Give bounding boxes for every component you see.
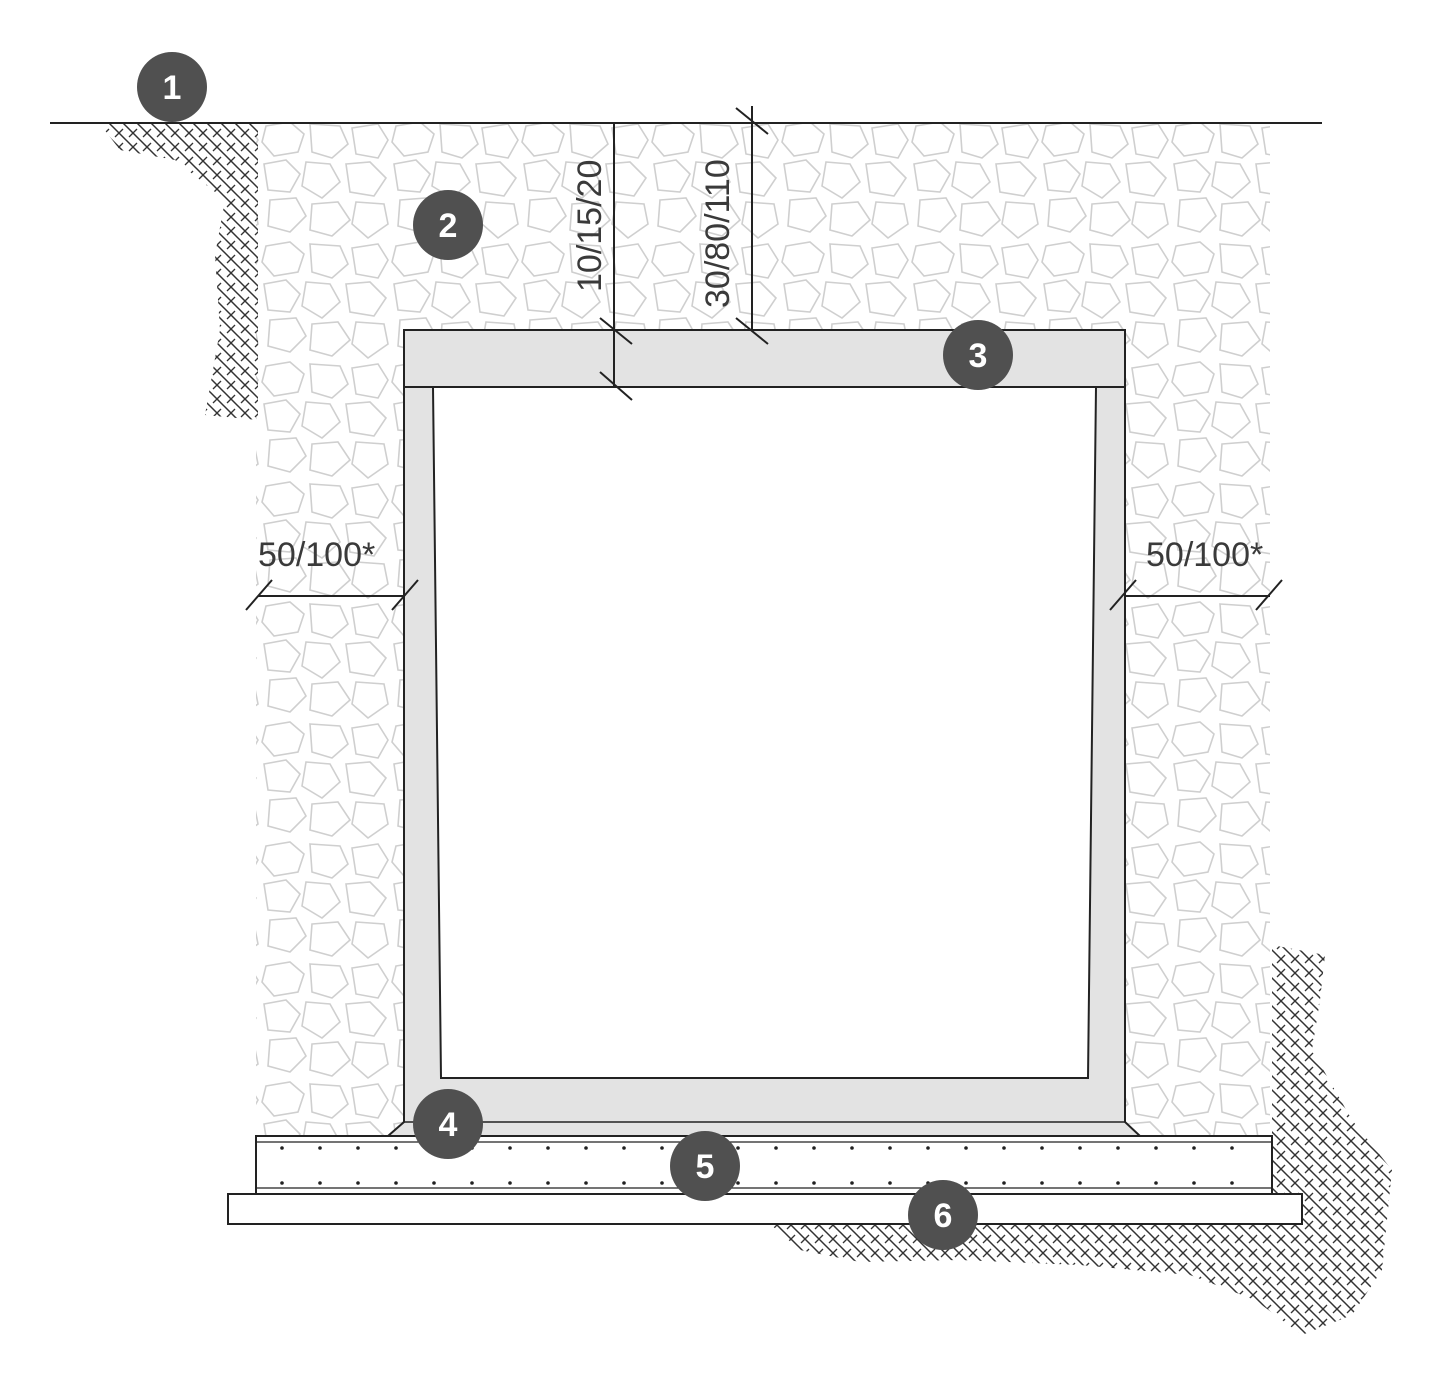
rebar-dot (888, 1146, 892, 1150)
rebar-dot (660, 1146, 664, 1150)
rebar-dot (546, 1146, 550, 1150)
rebar-dot (622, 1146, 626, 1150)
lean-concrete-layer (227, 1193, 1303, 1225)
rebar-dot (812, 1181, 816, 1185)
rebar-dot (850, 1146, 854, 1150)
rebar-dot (774, 1181, 778, 1185)
rebar-dot (736, 1181, 740, 1185)
dim-tick-side-left-inner (391, 579, 419, 611)
marker-2-badge (413, 190, 483, 260)
rebar-dot (660, 1181, 664, 1185)
marker-6: 6 (908, 1180, 978, 1250)
rebar-dot (1116, 1181, 1120, 1185)
marker-3-badge (943, 320, 1013, 390)
rebar-dot (964, 1181, 968, 1185)
marker-4: 4 (413, 1089, 483, 1159)
rebar-dot (964, 1146, 968, 1150)
rebar-dot (394, 1146, 398, 1150)
rebar-dot (926, 1146, 930, 1150)
marker-4-badge (413, 1089, 483, 1159)
rebar-dot (508, 1146, 512, 1150)
dim-label-cover-min: 10/15/20 (571, 160, 609, 292)
rebar-dot (1078, 1181, 1082, 1185)
dim-tick-cover-max-top (735, 107, 769, 135)
rebar-dot (394, 1181, 398, 1185)
rebar-dot (1078, 1146, 1082, 1150)
rebar-dot (470, 1181, 474, 1185)
rebar-dot (1192, 1146, 1196, 1150)
rebar-dot (356, 1181, 360, 1185)
rebar-dot (1116, 1146, 1120, 1150)
rebar-dot (280, 1181, 284, 1185)
marker-1-badge (137, 52, 207, 122)
rebar-dot (1040, 1181, 1044, 1185)
dim-tick-side-left-outer (245, 579, 273, 611)
marker-4-label: 4 (439, 1106, 458, 1144)
marker-1: 1 (137, 52, 207, 122)
marker-3: 3 (943, 320, 1013, 390)
marker-6-label: 6 (934, 1197, 953, 1235)
rebar-dot (584, 1181, 588, 1185)
culvert-opening (431, 386, 1098, 1079)
dim-label-side-right: 50/100* (1146, 536, 1263, 574)
rebar-dot (1002, 1181, 1006, 1185)
marker-5: 5 (670, 1131, 740, 1201)
marker-2: 2 (413, 190, 483, 260)
rebar-dot (736, 1146, 740, 1150)
rebar-dot (546, 1181, 550, 1185)
marker-2-label: 2 (439, 207, 458, 245)
dim-tick-side-right-outer (1255, 579, 1283, 611)
dim-tick-cover-max-bottom (735, 317, 769, 345)
rebar-dot (280, 1146, 284, 1150)
rebar-dot (508, 1181, 512, 1185)
marker-5-badge (670, 1131, 740, 1201)
dim-tick-cover-min-bottom (599, 371, 633, 401)
dim-tick-side-right-inner (1109, 579, 1137, 611)
dim-tick-cover-min-top (599, 317, 633, 345)
rebar-dot (432, 1181, 436, 1185)
rebar-dot (1040, 1146, 1044, 1150)
rebar-dot (1154, 1146, 1158, 1150)
dim-label-side-left: 50/100* (258, 536, 375, 574)
rebar-dot (1154, 1181, 1158, 1185)
rebar-dot (584, 1146, 588, 1150)
rebar-dot (1002, 1146, 1006, 1150)
rebar-dot (1192, 1181, 1196, 1185)
foundation-slab (255, 1135, 1273, 1195)
rebar-dot (318, 1146, 322, 1150)
soil-hatch-upper-left (100, 124, 258, 420)
rebar-dot (1230, 1146, 1234, 1150)
rebar-dot (774, 1146, 778, 1150)
rebar-dot (356, 1146, 360, 1150)
rebar-dot (318, 1181, 322, 1185)
marker-1-label: 1 (163, 69, 182, 107)
slab-rebar-dots (280, 1146, 1234, 1185)
marker-3-label: 3 (969, 337, 988, 375)
rebar-dot (888, 1181, 892, 1185)
rebar-dot (1230, 1181, 1234, 1185)
marker-5-label: 5 (696, 1148, 715, 1186)
rebar-dot (850, 1181, 854, 1185)
rebar-dot (812, 1146, 816, 1150)
rebar-dot (622, 1181, 626, 1185)
dim-label-cover-max: 30/80/110 (699, 159, 737, 308)
marker-6-badge (908, 1180, 978, 1250)
